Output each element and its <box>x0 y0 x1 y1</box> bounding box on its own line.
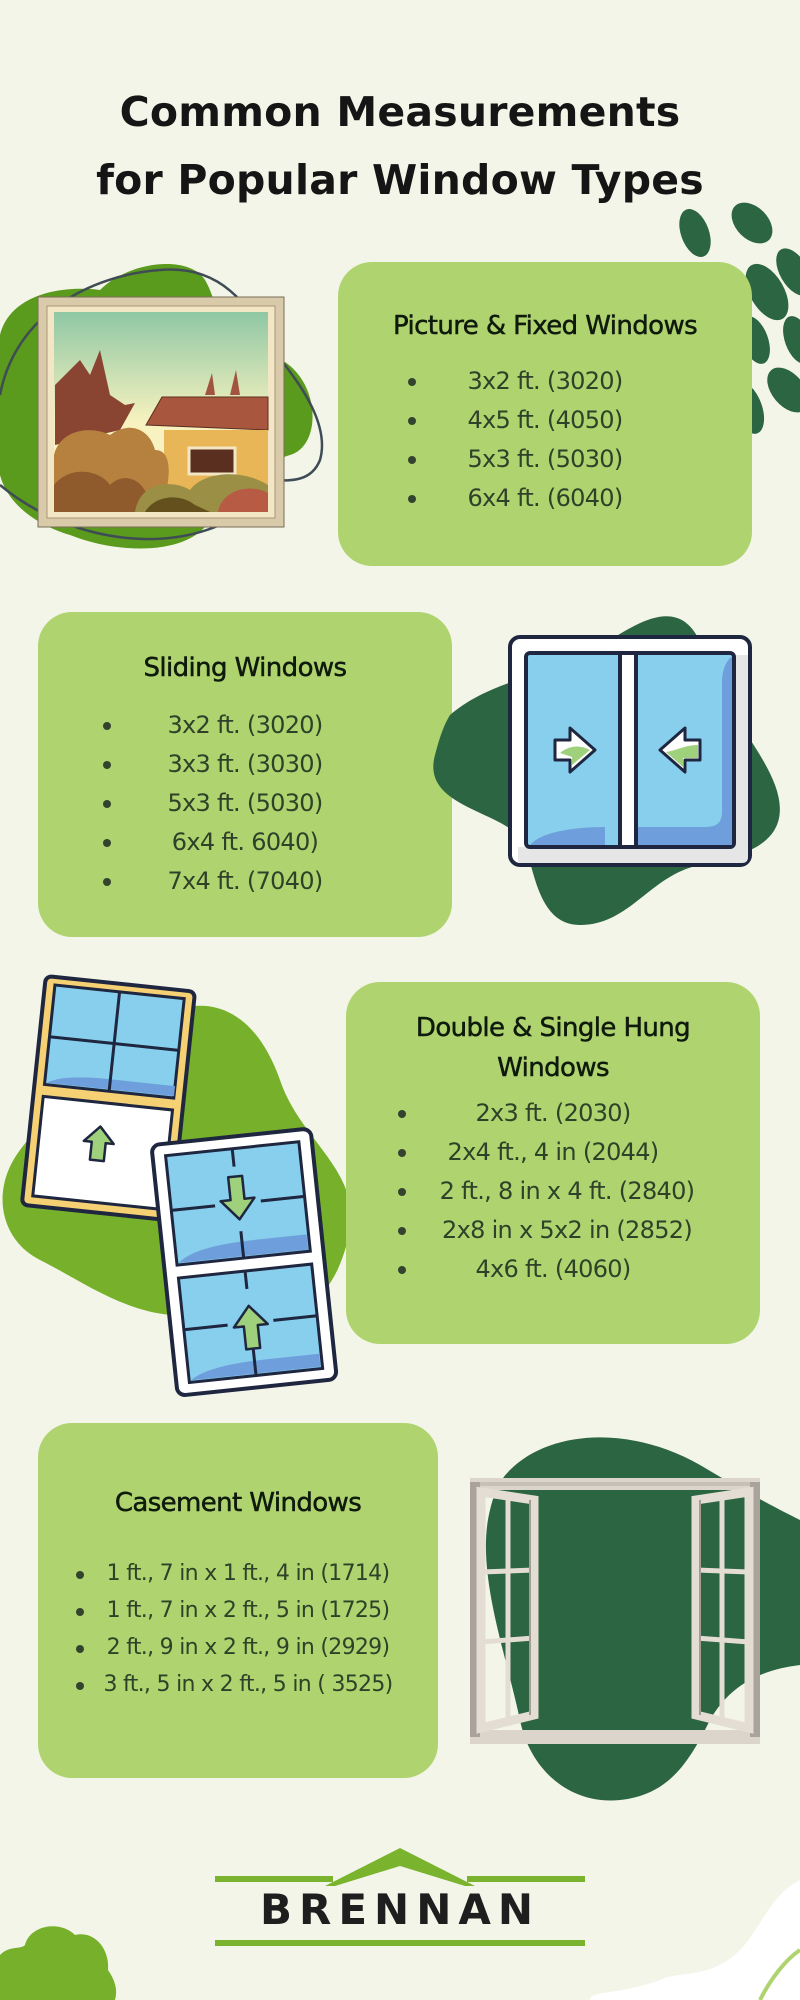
list-item: 5x3 ft. (5030) <box>338 440 752 479</box>
bullet-icon <box>76 1645 84 1653</box>
logo-text: BRENNAN <box>260 1885 540 1934</box>
bullet-icon <box>408 456 416 464</box>
picture-window-icon <box>0 264 324 549</box>
list-item: 4x6 ft. (4060) <box>346 1250 760 1289</box>
list-item: 1 ft., 7 in x 2 ft., 5 in (1725) <box>38 1592 438 1629</box>
bullet-icon <box>103 800 111 808</box>
casement-window-icon <box>470 1437 800 1801</box>
list-item: 5x3 ft. (5030) <box>38 784 452 823</box>
bullet-icon <box>408 495 416 503</box>
bullet-icon <box>103 761 111 769</box>
list-item: 3 ft., 5 in x 2 ft., 5 in ( 3525) <box>38 1666 438 1703</box>
list-item: 4x5 ft. (4050) <box>338 401 752 440</box>
title-line-2: for Popular Window Types <box>96 156 704 204</box>
list-item: 2x4 ft., 4 in (2044) <box>346 1133 760 1172</box>
list-item: 6x4 ft. (6040) <box>338 479 752 518</box>
list-item: 2x3 ft. (2030) <box>346 1094 760 1133</box>
bullet-icon <box>408 378 416 386</box>
bullet-icon <box>408 417 416 425</box>
bullet-icon <box>103 722 111 730</box>
bullet-icon <box>76 1682 84 1690</box>
list-item: 7x4 ft. (7040) <box>38 862 452 901</box>
card-sliding: Sliding Windows 3x2 ft. (3020) 3x3 ft. (… <box>38 612 452 937</box>
list-item: 2 ft., 8 in x 4 ft. (2840) <box>346 1172 760 1211</box>
bullet-icon <box>76 1571 84 1579</box>
card-heading: Sliding Windows <box>143 653 347 684</box>
bullet-icon <box>398 1110 406 1118</box>
brennan-logo: BRENNAN <box>210 1843 590 1953</box>
measurement-list: 3x2 ft. (3020) 4x5 ft. (4050) 5x3 ft. (5… <box>338 362 752 518</box>
list-item: 6x4 ft. 6040) <box>38 823 452 862</box>
measurement-list: 3x2 ft. (3020) 3x3 ft. (3030) 5x3 ft. (5… <box>38 706 452 901</box>
list-item: 2x8 in x 5x2 in (2852) <box>346 1211 760 1250</box>
list-item: 3x3 ft. (3030) <box>38 745 452 784</box>
decorative-swoosh-icon <box>590 1880 800 2000</box>
roof-icon <box>215 1848 585 1886</box>
list-item: 1 ft., 7 in x 1 ft., 4 in (1714) <box>38 1555 438 1592</box>
hung-window-icon <box>2 974 352 1397</box>
page-title: Common Measurements for Popular Window T… <box>0 78 800 214</box>
card-heading: Picture & Fixed Windows <box>392 311 698 342</box>
title-line-1: Common Measurements <box>119 88 681 136</box>
measurement-list: 2x3 ft. (2030) 2x4 ft., 4 in (2044) 2 ft… <box>346 1094 760 1289</box>
decorative-bush-icon <box>0 1926 117 2000</box>
bullet-icon <box>103 878 111 886</box>
logo-underline <box>215 1940 585 1946</box>
card-casement: Casement Windows 1 ft., 7 in x 1 ft., 4 … <box>38 1423 438 1778</box>
card-heading: Casement Windows <box>114 1488 362 1519</box>
bullet-icon <box>76 1608 84 1616</box>
bullet-icon <box>398 1227 406 1235</box>
bullet-icon <box>398 1149 406 1157</box>
list-item: 3x2 ft. (3020) <box>38 706 452 745</box>
card-picture-fixed: Picture & Fixed Windows 3x2 ft. (3020) 4… <box>338 262 752 566</box>
list-item: 2 ft., 9 in x 2 ft., 9 in (2929) <box>38 1629 438 1666</box>
card-heading: Double & Single Hung Windows <box>415 1013 691 1084</box>
measurement-list: 1 ft., 7 in x 1 ft., 4 in (1714) 1 ft., … <box>38 1555 438 1703</box>
card-double-single-hung: Double & Single Hung Windows 2x3 ft. (20… <box>346 982 760 1344</box>
list-item: 3x2 ft. (3020) <box>338 362 752 401</box>
bullet-icon <box>398 1266 406 1274</box>
bullet-icon <box>398 1188 406 1196</box>
bullet-icon <box>103 839 111 847</box>
sliding-window-icon <box>433 616 780 925</box>
